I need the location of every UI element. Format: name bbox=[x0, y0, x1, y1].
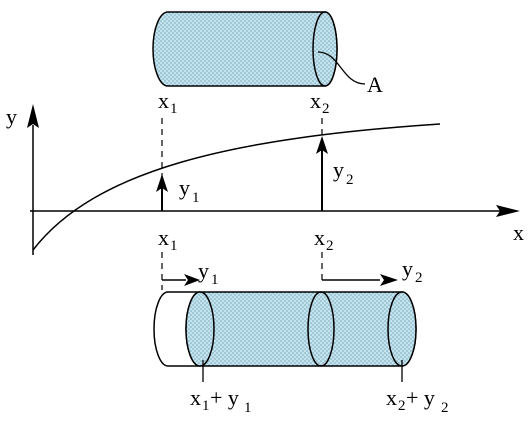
axis-x1-base: x bbox=[158, 225, 169, 250]
y1-arrow bbox=[156, 174, 168, 211]
top-x2-label: x 2 bbox=[310, 88, 330, 117]
area-leader-line bbox=[317, 51, 366, 85]
x-axis-label: x bbox=[513, 220, 524, 245]
y1-curve-sub: 1 bbox=[192, 190, 200, 206]
y2-arrow bbox=[316, 136, 328, 211]
axis-x1-sub: 1 bbox=[170, 238, 178, 254]
top-x1-sub: 1 bbox=[170, 101, 178, 117]
displacement-curve bbox=[32, 123, 441, 251]
y-axis-label: y bbox=[6, 104, 17, 129]
displacement-y2-base: y bbox=[402, 256, 413, 281]
dashed-guides bbox=[161, 118, 323, 290]
left-end-y-sub: 1 bbox=[244, 400, 252, 416]
axes: y x bbox=[6, 104, 524, 255]
right-end-plus: + y bbox=[406, 385, 435, 410]
deformed-cylinder-body bbox=[185, 291, 417, 367]
axis-x2-sub: 2 bbox=[326, 238, 334, 254]
displacement-y2-label: y 2 bbox=[402, 256, 423, 286]
y1-curve-label: y 1 bbox=[179, 175, 200, 206]
y1-curve-base: y bbox=[179, 175, 190, 200]
displacement-y1-arrow bbox=[162, 274, 200, 286]
area-label: A bbox=[367, 72, 383, 97]
left-end-x-base: x bbox=[190, 385, 201, 410]
bottom-cylinder bbox=[153, 291, 417, 382]
displacement-y2-sub: 2 bbox=[415, 270, 423, 286]
y2-curve-base: y bbox=[333, 157, 344, 182]
left-end-plus: + y bbox=[210, 385, 239, 410]
right-end-y-sub: 2 bbox=[441, 400, 449, 416]
top-cylinder-body bbox=[152, 11, 338, 87]
axis-x2-label: x 2 bbox=[314, 225, 334, 254]
right-end-x-base: x bbox=[386, 385, 397, 410]
top-x1-label: x 1 bbox=[158, 88, 178, 117]
y2-curve-label: y 2 bbox=[333, 157, 354, 188]
displacement-y2-arrow bbox=[322, 274, 398, 286]
y-axis-arrowhead bbox=[27, 104, 39, 128]
section-marker bbox=[307, 291, 335, 367]
left-end-label: x 1 + y 1 bbox=[190, 385, 252, 416]
right-end-x-sub: 2 bbox=[398, 398, 406, 414]
top-cylinder-end-face bbox=[312, 11, 338, 87]
left-end-x-sub: 1 bbox=[202, 398, 210, 414]
axis-x2-base: x bbox=[314, 225, 325, 250]
displacement-y1-label: y 1 bbox=[198, 258, 219, 288]
right-end-label: x 2 + y 2 bbox=[386, 385, 449, 416]
axis-x1-label: x 1 bbox=[158, 225, 178, 254]
top-cylinder: A bbox=[152, 11, 383, 97]
x-axis-arrowhead bbox=[496, 205, 520, 217]
displacement-y1-base: y bbox=[198, 258, 209, 283]
y2-curve-sub: 2 bbox=[346, 172, 354, 188]
displacement-y1-sub: 1 bbox=[211, 272, 219, 288]
top-x1-base: x bbox=[158, 88, 169, 113]
top-x2-base: x bbox=[310, 88, 321, 113]
deformed-right-end bbox=[387, 291, 417, 367]
deformed-left-end bbox=[185, 291, 215, 367]
top-x2-sub: 2 bbox=[322, 101, 330, 117]
